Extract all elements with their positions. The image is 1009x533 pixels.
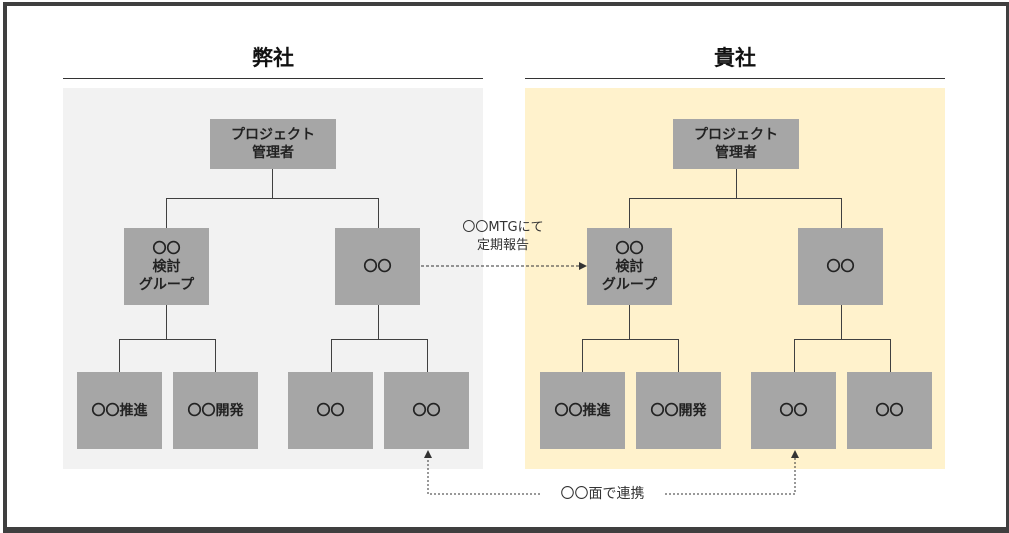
connector	[215, 339, 216, 372]
collab-link-right	[665, 450, 799, 495]
connector	[582, 339, 679, 340]
connector	[427, 339, 428, 372]
connector	[629, 198, 842, 199]
connector	[678, 339, 679, 372]
report-link-label: 〇〇MTGにて 定期報告	[462, 220, 544, 253]
connector	[890, 339, 891, 372]
our-manager-box: プロジェクト 管理者	[210, 119, 336, 169]
their-b-child-2-box: 〇〇	[847, 372, 932, 449]
their-group-b-box: 〇〇	[798, 228, 883, 305]
our-b-child-2-box: 〇〇	[384, 372, 469, 449]
connector	[378, 198, 379, 228]
connector	[272, 169, 273, 198]
connector	[331, 339, 332, 372]
connector	[841, 305, 842, 339]
connector	[166, 198, 379, 199]
our-company-heading: 弊社	[252, 46, 294, 70]
connector	[166, 305, 167, 339]
connector	[331, 339, 428, 340]
connector	[119, 339, 120, 372]
their-group-a-box: 〇〇 検討 グループ	[587, 228, 672, 305]
connector	[582, 339, 583, 372]
diagram-frame	[3, 2, 1009, 533]
their-heading-rule	[525, 78, 945, 79]
our-group-b-box: 〇〇	[335, 228, 420, 305]
their-a-child-2-box: 〇〇開発	[636, 372, 721, 449]
collab-link-label: 〇〇面で連携	[560, 486, 645, 502]
connector	[841, 198, 842, 228]
connector	[629, 198, 630, 228]
our-a-child-2-box: 〇〇開発	[173, 372, 258, 449]
our-heading-rule	[63, 78, 483, 79]
connector	[794, 339, 891, 340]
connector	[794, 339, 795, 372]
their-b-child-1-box: 〇〇	[751, 372, 836, 449]
their-a-child-1-box: 〇〇推進	[540, 372, 625, 449]
our-group-a-box: 〇〇 検討 グループ	[124, 228, 209, 305]
collab-link-left	[424, 450, 540, 495]
connector	[378, 305, 379, 339]
our-b-child-1-box: 〇〇	[288, 372, 373, 449]
their-manager-box: プロジェクト 管理者	[673, 119, 799, 169]
connector	[629, 305, 630, 339]
connector	[119, 339, 216, 340]
their-company-heading: 貴社	[714, 46, 756, 70]
our-a-child-1-box: 〇〇推進	[77, 372, 162, 449]
connector	[736, 169, 737, 198]
connector	[166, 198, 167, 228]
